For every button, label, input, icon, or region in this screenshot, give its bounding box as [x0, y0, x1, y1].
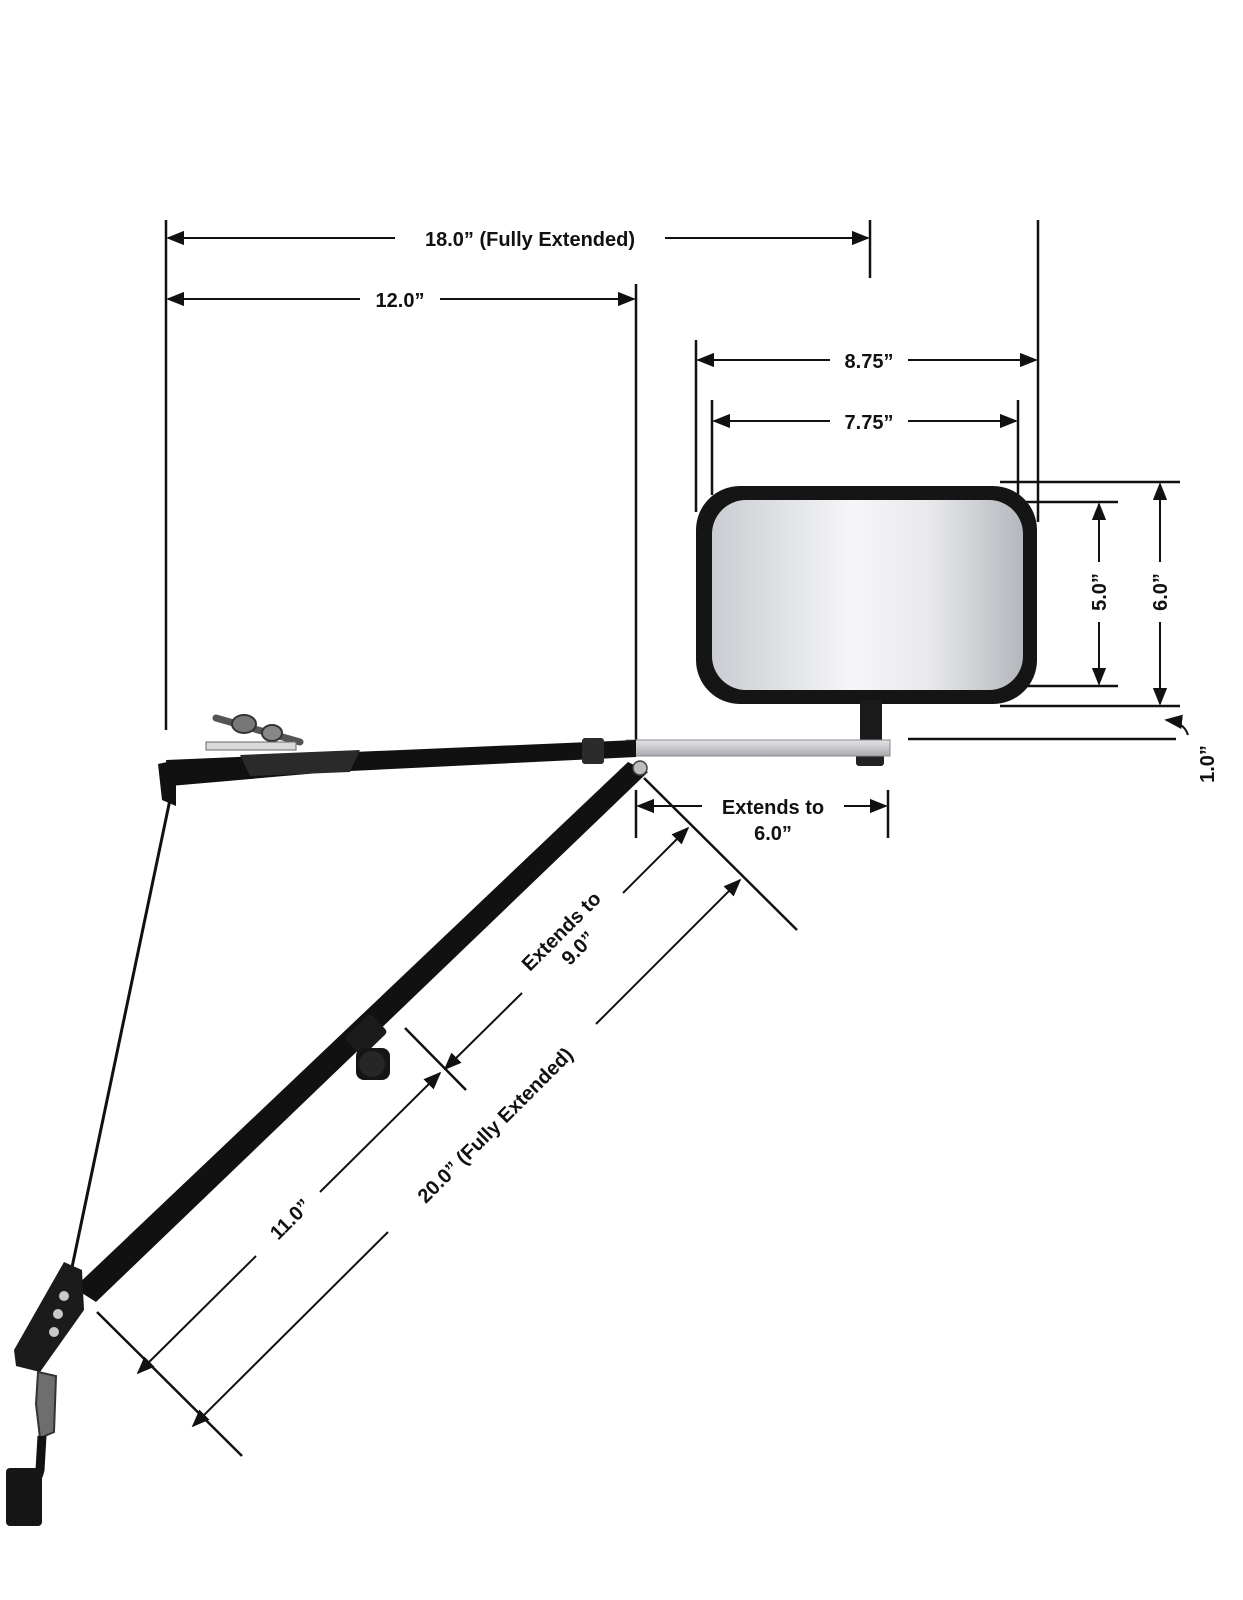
label-brace-length: 11.0” — [266, 1195, 315, 1244]
witness-lines — [96, 220, 1180, 1457]
arm-collar — [582, 738, 604, 764]
brace-full-dim-top — [595, 878, 742, 1025]
label-extends-diagonal: Extends to 9.0” — [518, 888, 606, 976]
diagonal-brace — [64, 760, 648, 1302]
label-fully-extended-width: 18.0” (Fully Extended) — [425, 229, 635, 251]
label-extends-diagonal-line1: Extends to — [518, 888, 606, 976]
brace-length-dim-top — [319, 1071, 442, 1193]
label-glass-width: 7.75” — [845, 412, 894, 434]
brace-knob — [345, 1014, 390, 1080]
brace-extension-dim-top — [622, 826, 690, 894]
brace-pivot — [632, 760, 648, 776]
mirror-head — [696, 486, 1037, 766]
brace-top-witness — [643, 777, 798, 931]
label-glass-height: 5.0” — [1089, 573, 1111, 611]
mirror-glass — [712, 500, 1023, 690]
clamp-jaw — [34, 1370, 58, 1440]
label-extends-horizontal-line1: Extends to — [722, 797, 824, 819]
horizontal-arm — [158, 714, 891, 806]
label-offset: 1.0” — [1197, 745, 1219, 783]
brace-bottom-witness — [96, 1311, 243, 1457]
extension-bar — [625, 739, 891, 757]
offset-dim-arrow — [1164, 714, 1189, 736]
label-mirror-outer-width: 8.75” — [845, 351, 894, 373]
bottom-clamp — [6, 1262, 84, 1526]
brace-extension-dim-bottom — [443, 992, 523, 1071]
label-arm-width: 12.0” — [376, 290, 425, 312]
arm-clamp — [240, 750, 360, 776]
label-outer-height: 6.0” — [1150, 573, 1172, 611]
thumb-screw — [205, 714, 304, 751]
hook-pad — [6, 1468, 42, 1526]
dimension-labels: 18.0” (Fully Extended) 12.0” 8.75” 7.75”… — [266, 229, 1219, 1244]
mirror-mount-post — [860, 700, 882, 746]
dimension-lines — [136, 230, 1189, 1428]
brace-length-dim-bottom — [136, 1255, 257, 1375]
brace-full-dim-bottom — [191, 1231, 389, 1428]
support-cable — [64, 789, 174, 1297]
clamp-body — [14, 1262, 84, 1372]
label-extends-horizontal-line2: 6.0” — [754, 823, 792, 845]
arm-bracket — [158, 760, 176, 806]
brace-knob-witness — [404, 1027, 467, 1091]
label-brace-fully-extended: 20.0” (Fully Extended) — [414, 1044, 578, 1208]
